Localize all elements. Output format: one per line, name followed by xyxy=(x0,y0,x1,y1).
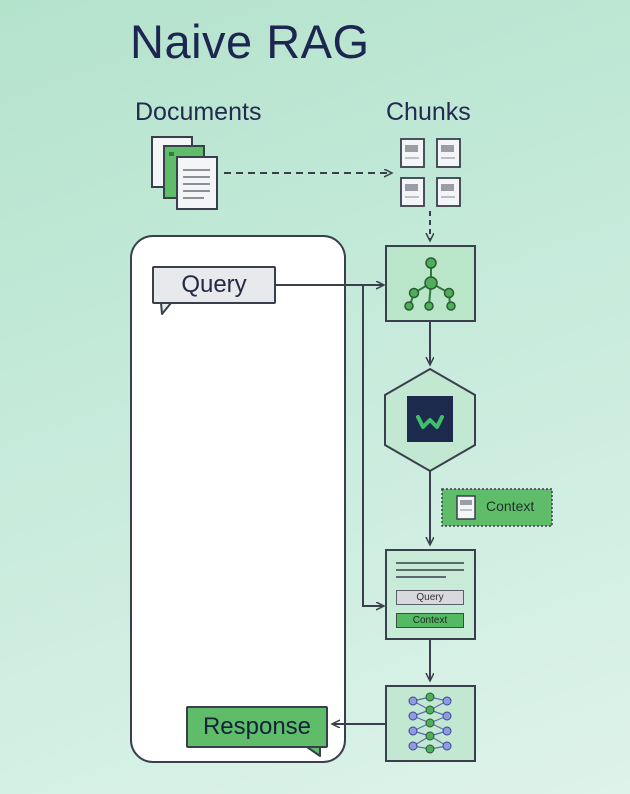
prompt-query-slot: Query xyxy=(396,590,464,605)
response-bubble-tail xyxy=(306,746,321,757)
context-label: Context xyxy=(486,498,535,514)
user-panel xyxy=(130,235,346,763)
embedding-icon xyxy=(385,245,476,322)
query-to-prompt-arrow xyxy=(350,284,383,606)
llm-network-icon xyxy=(385,685,476,762)
documents-label: Documents xyxy=(135,98,262,126)
context-box xyxy=(441,488,553,527)
vector-database-icon xyxy=(384,367,476,473)
query-bubble: Query xyxy=(152,266,276,304)
diagram-title: Naive RAG xyxy=(130,15,370,68)
documents-icon xyxy=(151,136,218,210)
chunks-icon xyxy=(400,138,461,207)
chunks-label: Chunks xyxy=(386,98,471,126)
query-bubble-tail xyxy=(160,302,172,315)
prompt-context-slot: Context xyxy=(396,613,464,628)
response-bubble: Response xyxy=(186,706,328,748)
